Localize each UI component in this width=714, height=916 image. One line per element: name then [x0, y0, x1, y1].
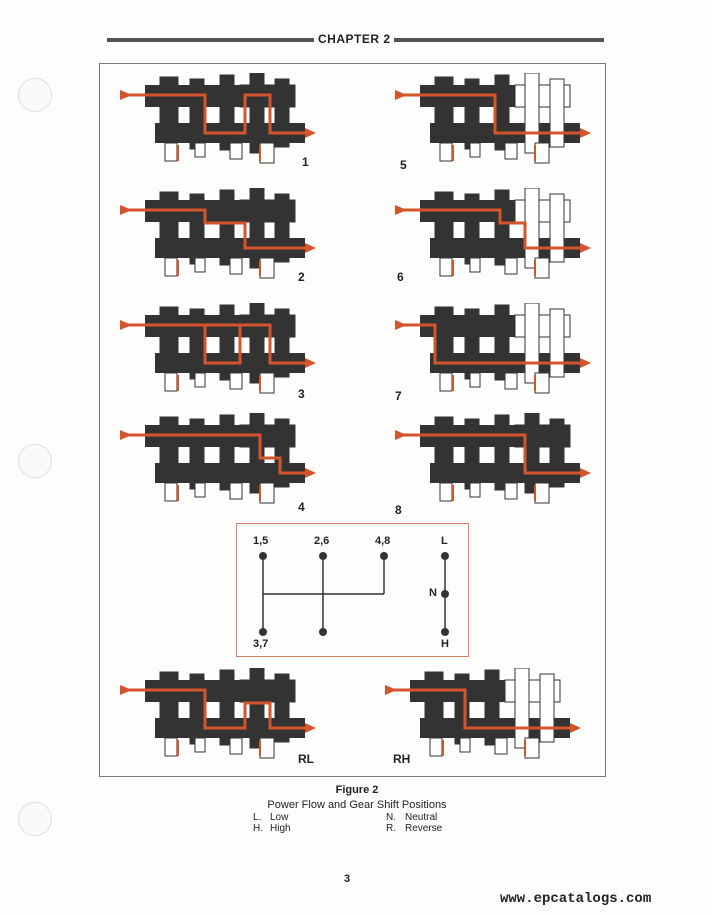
transmission-diagram	[395, 72, 595, 173]
transmission-diagram	[120, 187, 320, 288]
legend-key: R.	[386, 823, 396, 834]
gearbox-drawing	[385, 667, 581, 759]
position-2-6: 2,6	[314, 535, 330, 547]
shift-pattern-lines	[259, 552, 449, 636]
gearbox-drawing	[120, 302, 316, 394]
shift-pattern-diagram: 1,5 2,6 4,8 3,7 L N H	[236, 523, 469, 657]
figure-title: Figure 2	[335, 784, 379, 796]
gearbox-drawing	[395, 412, 591, 504]
gearbox-drawing	[120, 412, 316, 504]
diagram-label: 2	[298, 270, 305, 284]
transmission-diagram	[385, 667, 585, 768]
transmission-diagram	[395, 187, 595, 288]
diagram-label: 8	[395, 503, 402, 517]
legend-text: Low	[270, 812, 289, 823]
figure-frame	[99, 63, 606, 777]
punch-hole	[18, 444, 52, 478]
chapter-heading: CHAPTER 2	[318, 32, 391, 46]
transmission-diagram	[395, 302, 595, 403]
page-number: 3	[344, 873, 351, 885]
legend-key: H.	[253, 823, 263, 834]
gearbox-drawing	[395, 72, 591, 164]
range-neutral: N	[429, 587, 437, 599]
gearbox-drawing	[395, 302, 591, 394]
diagram-label: RH	[393, 752, 411, 766]
transmission-diagram	[120, 302, 320, 403]
range-low: L	[441, 535, 448, 547]
diagram-label: 4	[298, 500, 305, 514]
diagram-label: 3	[298, 387, 305, 401]
gearbox-drawing	[395, 187, 591, 279]
punch-hole	[18, 78, 52, 112]
diagram-label: 7	[395, 389, 402, 403]
position-4-8: 4,8	[375, 535, 391, 547]
transmission-diagram	[120, 412, 320, 513]
transmission-diagram	[395, 412, 595, 513]
transmission-diagram	[120, 72, 320, 173]
figure-subtitle: Power Flow and Gear Shift Positions	[267, 799, 447, 811]
diagram-label: RL	[298, 752, 314, 766]
figure-caption: Figure 2 Power Flow and Gear Shift Posit…	[0, 784, 714, 811]
range-high: H	[441, 638, 449, 650]
position-3-7: 3,7	[253, 638, 269, 650]
transmission-diagram	[120, 667, 320, 768]
watermark: www.epcatalogs.com	[500, 891, 652, 907]
diagram-label: 6	[397, 270, 404, 284]
gearbox-drawing	[120, 667, 316, 759]
punch-hole	[18, 802, 52, 836]
position-1-5: 1,5	[253, 535, 269, 547]
gearbox-drawing	[120, 187, 316, 279]
gearbox-drawing	[120, 72, 316, 164]
legend-text: Reverse	[405, 823, 443, 834]
header-rule	[107, 38, 314, 42]
legend-text: High	[270, 823, 291, 834]
legend-text: Neutral	[405, 812, 438, 823]
legend-key: L.	[253, 812, 262, 823]
header-rule	[394, 38, 604, 42]
diagram-label: 5	[400, 158, 407, 172]
diagram-label: 1	[302, 155, 309, 169]
legend-key: N.	[386, 812, 396, 823]
